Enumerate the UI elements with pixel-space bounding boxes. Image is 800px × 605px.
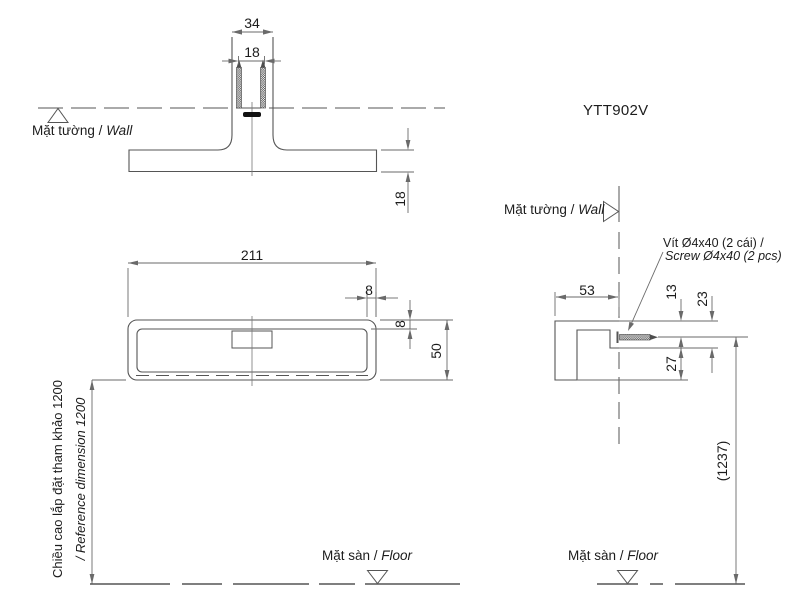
wall-triangle-left: [47, 107, 69, 123]
wall-triangle-right: [603, 200, 620, 223]
top-view: [38, 37, 445, 176]
floor-triangle-left: [366, 570, 389, 585]
dim-bar-depth: 18: [392, 191, 408, 207]
install-height-label-en: / Reference dimension 1200: [73, 397, 89, 561]
wall-label-side-view: Mặt tường / Wall: [504, 202, 605, 217]
dim-bottom-section: 27: [663, 356, 679, 372]
screw-right-top-view: [260, 59, 266, 109]
side-view: [554, 186, 664, 448]
bar-top-outline: [128, 37, 378, 173]
floor-triangle-right: [616, 570, 639, 585]
mount-tab-mark: [243, 112, 261, 117]
side-view-dimensions: [554, 292, 748, 584]
bar-side-profile: [554, 320, 619, 381]
dim-overall-height: 50: [428, 343, 444, 359]
screw-left-top-view: [236, 59, 242, 109]
dim-floor-to-bar: (1237): [714, 440, 730, 482]
product-code: YTT902V: [583, 102, 649, 119]
front-view: [127, 316, 377, 386]
dim-screw-to-top: 13: [663, 284, 679, 300]
dim-overall-width: 211: [240, 247, 264, 263]
dim-frame-side: 8: [365, 282, 373, 298]
floor-label-left: Mặt sàn / Floor: [322, 548, 413, 563]
screw-side-view: [616, 331, 658, 343]
dim-top-section: 23: [694, 291, 710, 307]
screw-leader-line: [628, 251, 664, 331]
dim-screw-spacing: 18: [244, 44, 260, 60]
datum-symbols: [47, 107, 745, 585]
dim-projection-depth: 53: [579, 282, 595, 298]
top-view-dimensions: [222, 29, 414, 213]
install-height-label-vi: Chiều cao lắp đặt tham khảo 1200: [50, 379, 66, 579]
screw-note-line2: Screw Ø4x40 (2 pcs): [665, 249, 782, 263]
screw-note-line1: Vít Ø4x40 (2 cái) /: [663, 236, 764, 250]
floor-label-right: Mặt sàn / Floor: [568, 548, 659, 563]
dim-frame-top: 8: [392, 320, 408, 328]
front-view-dimensions: [89, 260, 453, 584]
dim-mount-width: 34: [244, 15, 260, 31]
wall-label-top-view: Mặt tường / Wall: [32, 123, 133, 138]
